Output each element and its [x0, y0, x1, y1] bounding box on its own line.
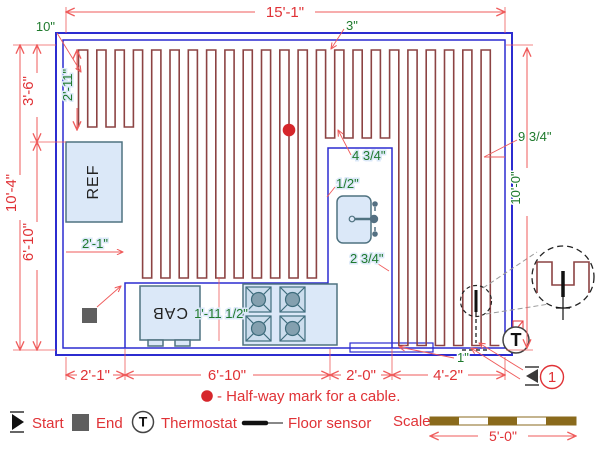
dim-left-lower: 6'-10" — [20, 223, 37, 261]
dim-bottom-2: 6'-10" — [208, 367, 246, 384]
scale-seg — [546, 417, 576, 425]
label-bottom-gap: 1" — [457, 350, 469, 365]
counter-outline — [124, 147, 393, 348]
burner-icon — [245, 286, 272, 313]
sensor-conduit-dashed — [462, 312, 488, 351]
detail-leader-top — [482, 251, 538, 289]
heating-cable-serpentine — [77, 49, 500, 347]
scale-label: Scale — [393, 413, 431, 430]
outer-wall — [55, 32, 513, 356]
cabinet — [139, 285, 201, 341]
burner-icon — [279, 315, 306, 342]
dim-left-total: 10'-4" — [3, 174, 20, 212]
halfway-legend-dot — [201, 390, 213, 402]
start-legend-bars — [10, 411, 24, 433]
scale-seg — [430, 417, 459, 425]
callout-number: 1 — [548, 369, 556, 386]
counters-and-appliances: REF CAB — [65, 141, 393, 348]
detail-source-circle — [459, 284, 493, 318]
refrigerator — [65, 141, 123, 223]
label-left-floor-width: 2'-1" — [82, 236, 108, 251]
cabinet-foot-left — [147, 339, 164, 347]
label-above-sink: 4 3/4" — [352, 148, 386, 163]
dim-bottom-4: 4'-2" — [433, 367, 463, 384]
thermostat-symbol: T — [502, 320, 530, 354]
dim-bottom-1: 2'-1" — [80, 367, 110, 384]
label-spacing-top: 3" — [346, 18, 358, 33]
dimension-lines: 15'-1" 10'-4" 3'-6" 6'-10" 10'-0" 2'-1" … — [3, 4, 533, 384]
refrigerator-label: REF — [85, 165, 102, 200]
cabinet-foot-right — [174, 339, 191, 347]
label-below-sink: 2 3/4" — [350, 251, 384, 266]
start-legend-icon — [12, 414, 24, 430]
start-leader-1 — [479, 343, 524, 371]
thermostat-letter: T — [511, 330, 522, 350]
end-marker-leader — [96, 286, 121, 308]
callout-circle — [539, 364, 565, 390]
end-legend-icon — [72, 414, 89, 431]
scale-bar: Scale 5'-0" — [393, 413, 576, 444]
dim-top-width: 15'-1" — [266, 4, 304, 21]
floor-sensor-detail — [459, 245, 595, 351]
burner-icon — [279, 286, 306, 313]
floor-sensor-legend-label: Floor sensor — [288, 415, 371, 432]
label-cab-stove-gap: 1'-11 1/2" — [194, 306, 248, 321]
start-marker-icon — [526, 369, 538, 383]
thermostat-legend-label: Thermostat — [161, 415, 238, 432]
cable-dimension-labels: 10" 2'-11" 3" 9 3/4" 4 3/4" 1/2" 2 3/4" … — [34, 17, 553, 367]
thermostat-legend-icon — [131, 410, 155, 434]
inner-wall — [62, 39, 506, 349]
label-left-loop-depth: 2'-11" — [60, 69, 75, 102]
end-marker-icon — [82, 308, 97, 323]
dim-bottom-3: 2'-0" — [346, 367, 376, 384]
thermostat-legend-letter: T — [139, 414, 148, 430]
end-marker-group — [82, 286, 121, 323]
label-right-gap: 9 3/4" — [518, 129, 552, 144]
halfway-legend-text: - Half-way mark for a cable. — [217, 388, 400, 405]
burner-icon — [245, 315, 272, 342]
detail-sensor-lead — [556, 297, 570, 320]
label-sink-gap: 1/2" — [336, 176, 359, 191]
label-wall-offset-top: 10" — [36, 19, 55, 34]
halfway-mark-dot — [282, 123, 296, 137]
scale-length: 5'-0" — [489, 428, 517, 444]
scale-seg — [488, 417, 517, 425]
room-walls — [55, 32, 513, 356]
legend: - Half-way mark for a cable. Start End T… — [10, 388, 400, 434]
dim-right-height: 10'-0" — [508, 171, 523, 205]
start-legend-label: Start — [32, 415, 65, 432]
detail-leader-bottom — [485, 303, 550, 315]
start-leader-2 — [471, 348, 521, 380]
stove-burners — [245, 286, 306, 342]
end-legend-label: End — [96, 415, 123, 432]
sink-icon — [336, 195, 379, 244]
start-marker-group: 1 — [471, 343, 565, 390]
dim-left-upper: 3'-6" — [20, 76, 37, 106]
start-marker-bars — [525, 366, 539, 386]
cabinet-label: CAB — [152, 304, 188, 321]
